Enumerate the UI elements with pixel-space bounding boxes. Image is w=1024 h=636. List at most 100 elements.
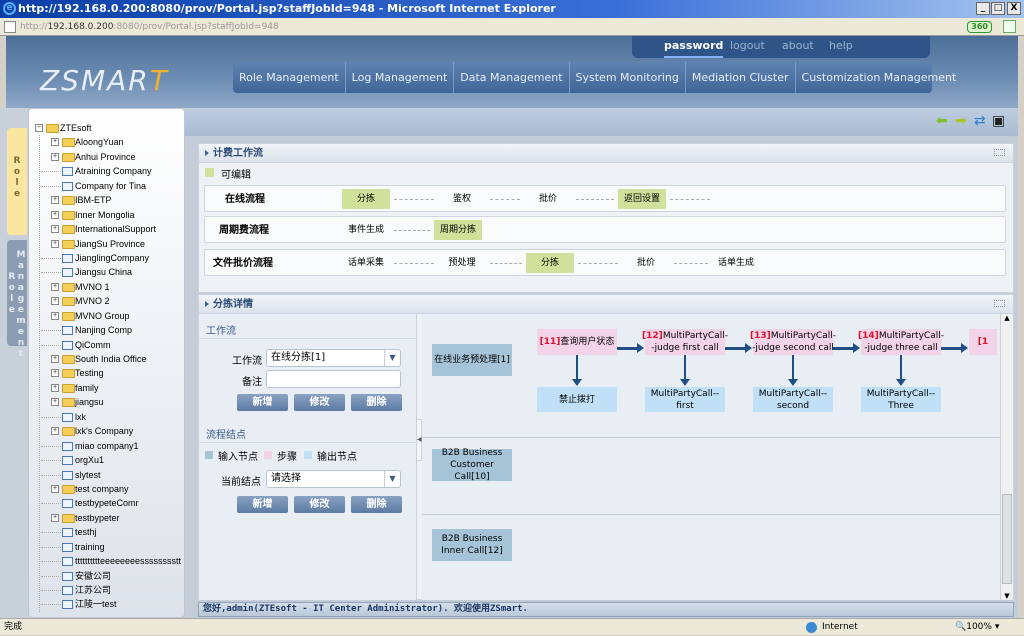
expand-icon[interactable]: + xyxy=(51,152,59,161)
nav-customization-management[interactable]: Customization Management xyxy=(801,71,957,84)
step-node[interactable]: [11]查询用户状态 xyxy=(537,329,617,355)
tree-item[interactable]: +lxk's Company xyxy=(40,424,184,438)
tree-item[interactable]: 江陵一test xyxy=(40,597,184,611)
remark-input[interactable] xyxy=(266,370,401,388)
refresh-icon[interactable]: ⇄ xyxy=(974,113,986,129)
tree-item[interactable]: +Testing xyxy=(40,366,184,380)
forward-arrow-icon[interactable]: ➡ xyxy=(955,113,967,129)
close-button[interactable]: X xyxy=(1007,2,1021,15)
current-node-select[interactable]: 请选择▼ xyxy=(266,470,401,488)
compat-icon[interactable] xyxy=(1003,20,1016,33)
expand-icon[interactable]: + xyxy=(51,225,59,234)
tree-item[interactable]: orgXu1 xyxy=(40,453,184,467)
address-bar[interactable]: http://192.168.0.200:8080/prov/Portal.js… xyxy=(0,18,1024,36)
workflow-select[interactable]: 在线分拣[1]▼ xyxy=(266,349,401,367)
save-icon[interactable]: ▣ xyxy=(992,113,1006,129)
scroll-down-icon[interactable]: ▼ xyxy=(1004,592,1010,600)
tree-item[interactable]: JianglingCompany xyxy=(40,251,184,265)
expand-icon[interactable]: + xyxy=(51,282,59,291)
tree-item[interactable]: miao company1 xyxy=(40,439,184,453)
tree-item[interactable]: 安徽公司 xyxy=(40,569,184,583)
workflow-step[interactable]: 鉴权 xyxy=(452,194,471,204)
expand-icon[interactable]: + xyxy=(51,355,59,363)
tree-item[interactable]: testbypeteComr xyxy=(40,496,184,510)
expand-icon[interactable]: + xyxy=(51,427,59,436)
tree-item[interactable]: +IBM-ETP xyxy=(40,193,184,207)
step-node[interactable]: [1 xyxy=(969,329,997,355)
detail-panel-header[interactable]: 分拣详情 xyxy=(199,295,1013,314)
expand-icon[interactable]: + xyxy=(51,239,59,248)
chevron-down-icon[interactable]: ▼ xyxy=(384,350,400,366)
collapse-icon[interactable]: − xyxy=(35,124,43,132)
tree-item[interactable]: Atraining Company xyxy=(40,164,184,178)
tree-item[interactable]: 江苏公司 xyxy=(40,583,184,597)
step-node[interactable]: [13]MultiPartyCall--judge second call xyxy=(750,329,836,355)
tree-item[interactable]: +testbypeter xyxy=(40,511,184,525)
expand-icon[interactable]: + xyxy=(51,398,59,407)
node-add-button[interactable]: 新增 xyxy=(237,496,288,513)
expand-icon[interactable]: + xyxy=(51,513,59,522)
maximize-button[interactable]: □ xyxy=(991,2,1005,15)
nav-mediation-cluster[interactable]: Mediation Cluster xyxy=(686,62,796,93)
tree-item[interactable]: Nanjing Comp xyxy=(40,323,184,337)
flow-scrollbar[interactable]: ▲ ▼ xyxy=(1000,314,1013,600)
tree-root[interactable]: − ZTEsoft xyxy=(33,121,184,135)
node-edit-button[interactable]: 修改 xyxy=(294,496,345,513)
tree-item[interactable]: Jiangsu China xyxy=(40,265,184,279)
tree-item[interactable]: QiComm xyxy=(40,338,184,352)
scroll-up-icon[interactable]: ▲ xyxy=(1004,314,1010,322)
logout-link[interactable]: logout xyxy=(730,39,765,52)
workflow-step[interactable]: 返回设置 xyxy=(618,189,666,209)
chevron-down-icon[interactable]: ▼ xyxy=(384,471,400,487)
expand-icon[interactable]: + xyxy=(51,138,59,147)
scroll-thumb[interactable] xyxy=(1002,494,1012,584)
step-node[interactable]: [14]MultiPartyCall--judge three call xyxy=(858,329,944,355)
expand-icon[interactable]: + xyxy=(51,383,59,392)
tree-item[interactable]: +JiangSu Province xyxy=(40,237,184,251)
billing-panel-header[interactable]: 计费工作流 xyxy=(199,144,1013,163)
workflow-step[interactable]: 事件生成 xyxy=(347,225,384,235)
tree-item[interactable]: +Anhui Province xyxy=(40,150,184,164)
tree-item[interactable]: +AloongYuan xyxy=(40,135,184,149)
workflow-step[interactable]: 批价 xyxy=(636,258,655,268)
help-link[interactable]: help xyxy=(829,39,853,52)
workflow-step[interactable]: 话单采集 xyxy=(347,258,384,268)
tree-item[interactable]: lxk xyxy=(40,410,184,424)
tree-item[interactable]: +MVNO 1 xyxy=(40,280,184,294)
tree-item[interactable]: +jiangsu xyxy=(40,395,184,409)
workflow-step[interactable]: 分拣 xyxy=(526,253,574,273)
expand-icon[interactable]: + xyxy=(51,484,59,493)
workflow-delete-button[interactable]: 删除 xyxy=(351,394,402,411)
nav-role-management[interactable]: Role Management xyxy=(233,62,346,93)
zoom-control[interactable]: 🔍100% ▾ xyxy=(955,622,1000,632)
expand-icon[interactable]: + xyxy=(51,311,59,320)
step-node[interactable]: [12]MultiPartyCall--judge first call xyxy=(642,329,728,355)
password-link[interactable]: password xyxy=(664,36,724,58)
nav-log-management[interactable]: Log Management xyxy=(346,62,455,93)
tree-item[interactable]: +MVNO Group xyxy=(40,309,184,323)
expand-icon[interactable]: + xyxy=(51,196,59,205)
expand-icon[interactable]: + xyxy=(51,297,59,306)
node-delete-button[interactable]: 删除 xyxy=(351,496,402,513)
panel-toggle-icon[interactable] xyxy=(994,300,1005,307)
360-badge[interactable]: 360 xyxy=(967,21,992,33)
tree-item[interactable]: +MVNO 2 xyxy=(40,294,184,308)
workflow-step[interactable]: 预处理 xyxy=(448,258,476,268)
tree-item[interactable]: +family xyxy=(40,381,184,395)
back-arrow-icon[interactable]: ⬅ xyxy=(936,113,948,129)
tree-item[interactable]: Company for Tina xyxy=(40,179,184,193)
input-node[interactable]: B2B Business Inner Call[12] xyxy=(432,529,512,561)
output-node[interactable]: MultiPartyCall--second xyxy=(753,387,833,412)
tree-item[interactable]: slytest xyxy=(40,468,184,482)
tree-item[interactable]: +test company xyxy=(40,482,184,496)
output-node[interactable]: MultiPartyCall--Three xyxy=(861,387,941,412)
nav-data-management[interactable]: Data Management xyxy=(454,62,570,93)
expand-icon[interactable]: + xyxy=(51,369,59,378)
input-node[interactable]: 在线业务预处理[1] xyxy=(432,344,512,376)
workflow-edit-button[interactable]: 修改 xyxy=(294,394,345,411)
tree-item[interactable]: tttttttttteeeeeeeesssssssstt xyxy=(40,554,184,568)
panel-toggle-icon[interactable] xyxy=(994,149,1005,156)
collapse-splitter[interactable]: ◀ xyxy=(416,419,422,461)
tree-item[interactable]: +InternationalSupport xyxy=(40,222,184,236)
